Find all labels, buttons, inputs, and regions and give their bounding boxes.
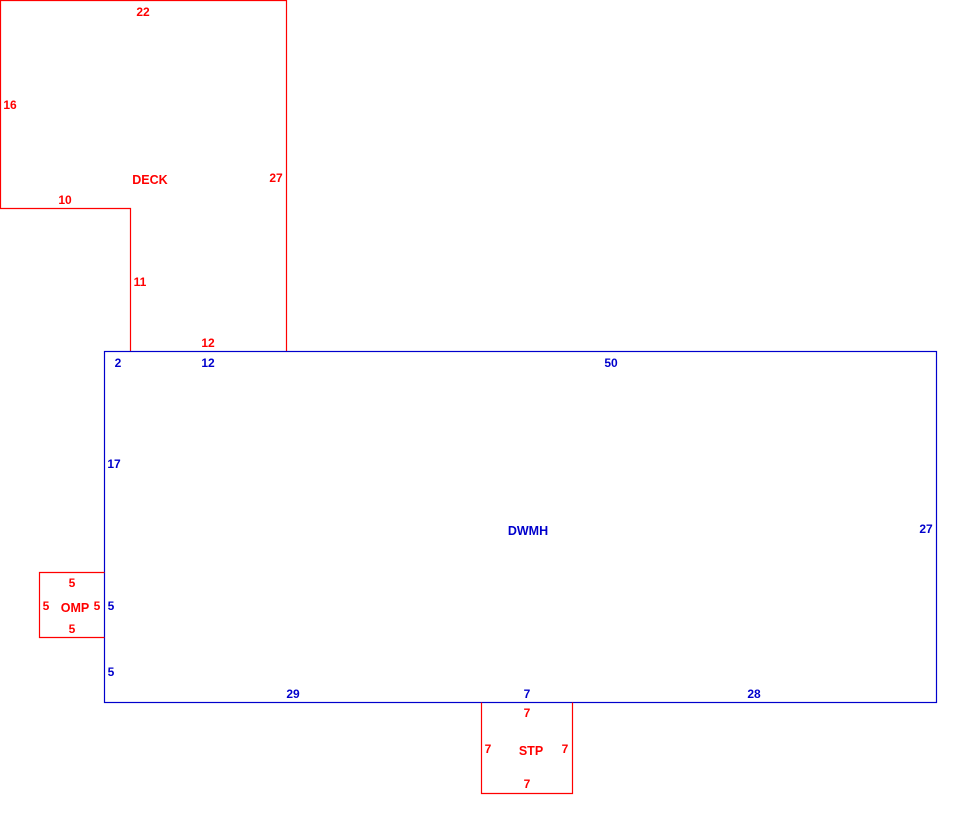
- deck-label: DECK: [132, 173, 167, 187]
- dwelling-dim-bottom-right: 28: [747, 687, 761, 701]
- deck-dim-left: 16: [3, 98, 17, 112]
- omp-label: OMP: [61, 601, 89, 615]
- stp-outline: [480, 702, 574, 795]
- omp-dim-top: 5: [69, 576, 76, 590]
- omp-dim-left: 5: [43, 599, 50, 613]
- deck-dim-bottom: 12: [201, 336, 215, 350]
- dwelling-dim-left-upper: 17: [107, 457, 121, 471]
- dwelling-dim-left-mid: 5: [108, 599, 115, 613]
- dwelling-outline: [103, 350, 938, 704]
- stp-dim-bottom: 7: [524, 777, 531, 791]
- dwelling-dim-left-lower: 5: [108, 665, 115, 679]
- stp-dim-top: 7: [524, 706, 531, 720]
- dwelling-dim-bottom-left: 29: [286, 687, 300, 701]
- dwelling-dim-right: 27: [919, 522, 933, 536]
- deck-dim-step-horizontal: 10: [58, 193, 72, 207]
- stp-dim-left: 7: [485, 742, 492, 756]
- deck-dim-top: 22: [136, 5, 150, 19]
- dwelling-dim-top-deck: 12: [201, 356, 215, 370]
- stp-label: STP: [519, 744, 543, 758]
- deck-dim-right: 27: [269, 171, 283, 185]
- omp-outline: [38, 571, 105, 639]
- deck-outline: [0, 0, 288, 351]
- omp-dim-right: 5: [94, 599, 101, 613]
- deck-dim-step-vertical: 11: [134, 275, 147, 289]
- dwelling-dim-top-right: 50: [604, 356, 618, 370]
- dwelling-dim-top-left: 2: [115, 356, 122, 370]
- dwelling-dim-bottom-mid: 7: [524, 687, 531, 701]
- stp-dim-right: 7: [562, 742, 569, 756]
- omp-dim-bottom: 5: [69, 622, 76, 636]
- dwelling-label: DWMH: [508, 524, 548, 538]
